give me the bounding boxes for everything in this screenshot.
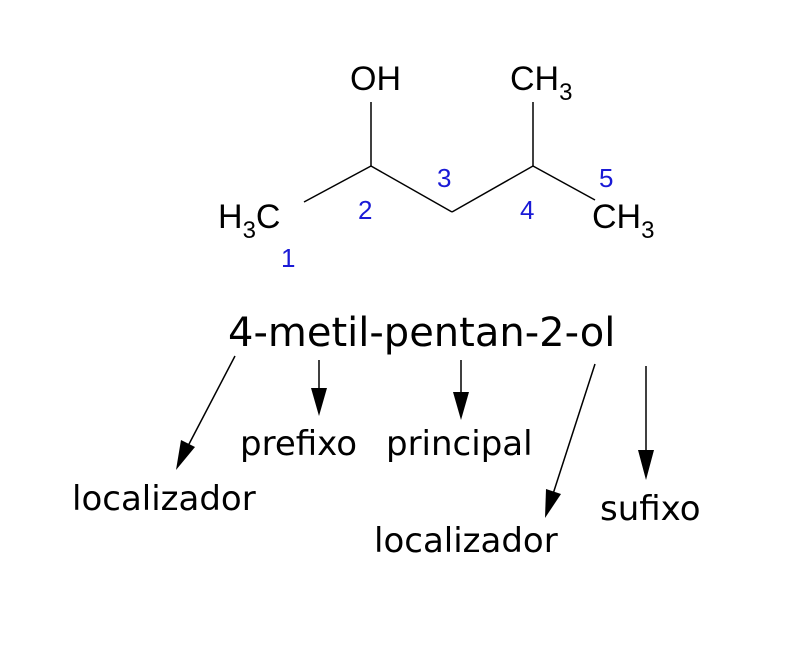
arrow-principal — [453, 360, 469, 420]
methyl-right-label: CH3 — [592, 198, 654, 244]
arrow-localizador-left — [176, 355, 236, 470]
carbon-number-2: 2 — [358, 195, 372, 225]
carbon-number-3: 3 — [437, 163, 451, 193]
arrow-sufixo — [638, 366, 654, 480]
annotation-arrows — [176, 355, 654, 518]
label-sufixo: sufixo — [600, 489, 701, 529]
label-localizador-left: localizador — [72, 479, 256, 519]
molecule-bonds — [303, 102, 596, 213]
arrow-localizador-right — [545, 363, 596, 518]
label-principal: principal — [386, 424, 533, 464]
carbon-number-5: 5 — [599, 163, 613, 193]
bond-c1-c2 — [303, 165, 372, 203]
carbon-number-1: 1 — [281, 243, 295, 273]
bond-c3-c4 — [451, 165, 534, 213]
arrow-prefixo — [311, 360, 327, 416]
carbon-numbers: 1 2 3 4 5 — [281, 163, 613, 273]
methyl-left-label: H3C — [218, 198, 280, 244]
label-prefixo: prefixo — [240, 424, 357, 464]
methyl-top-label: CH3 — [510, 60, 572, 106]
carbon-number-4: 4 — [520, 195, 534, 225]
bond-c2-c3 — [370, 165, 453, 213]
bond-c4-c5 — [532, 165, 596, 201]
hydroxyl-label: OH — [350, 60, 401, 98]
label-localizador-right: localizador — [374, 521, 558, 561]
iupac-name: 4-metil-pentan-2-ol — [228, 310, 615, 356]
